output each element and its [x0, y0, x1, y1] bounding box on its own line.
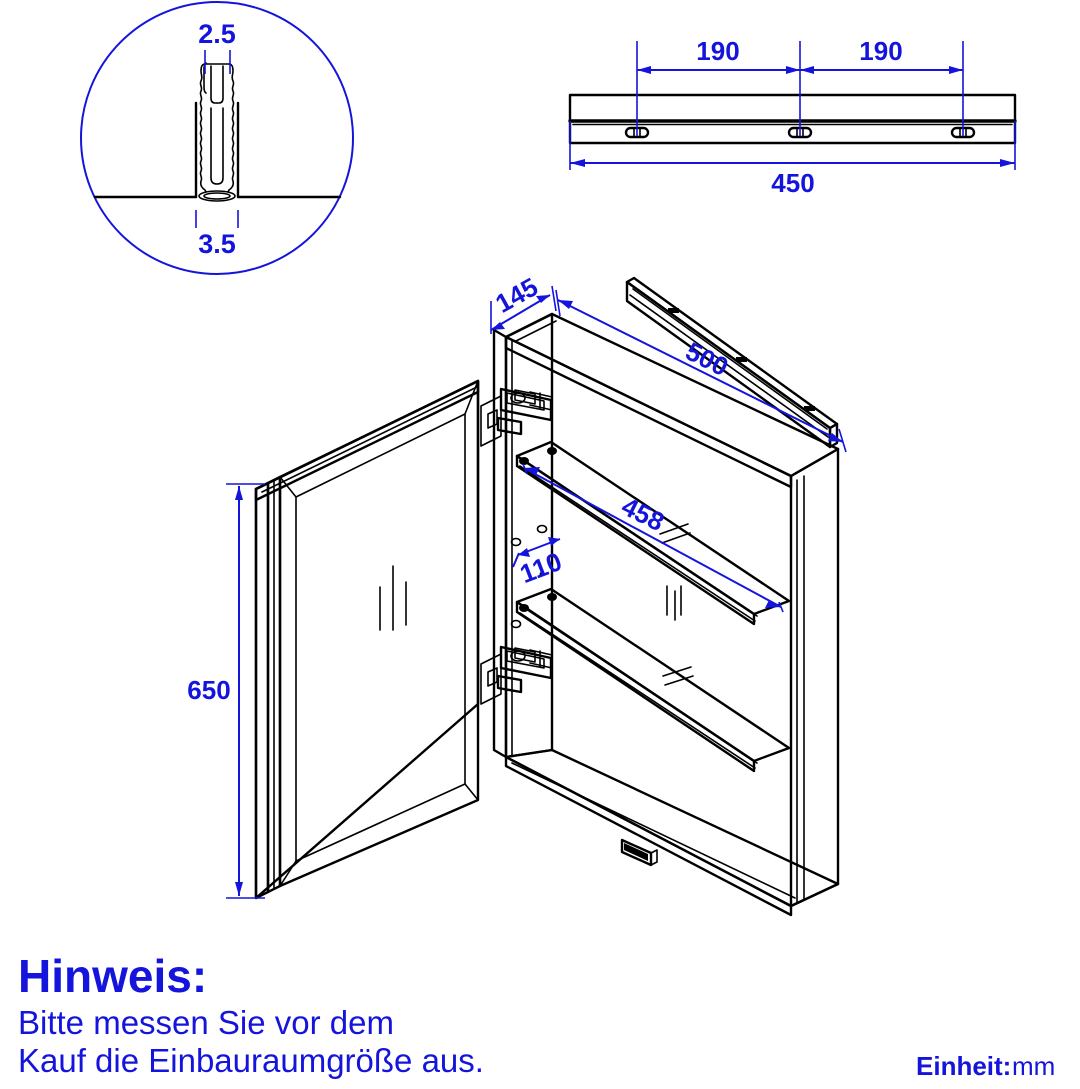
- shelf-pin-upper-right: [547, 447, 557, 455]
- dim-2p5-label: 2.5: [198, 19, 236, 49]
- detail-circle-outline: [80, 1, 354, 275]
- rail-dim-190-right: 190: [800, 36, 963, 74]
- hinge-bottom: [480, 645, 553, 705]
- glass-reflection-marks-upper: [659, 523, 691, 544]
- dim-3p5-label: 3.5: [198, 229, 236, 259]
- cabinet-right-side-panel: [789, 447, 840, 908]
- unit-block: Einheit: mm: [916, 1051, 1055, 1081]
- shelf-lower: [515, 587, 791, 773]
- note-line-2: Kauf die Einbauraumgröße aus.: [18, 1042, 484, 1079]
- dim-2p5: 2.5: [198, 19, 236, 74]
- hanging-rail-front-view-group: 190 190 450: [568, 36, 1017, 198]
- rail-dim-450-label: 450: [771, 168, 814, 198]
- cabinet-top-edge-detail: [515, 320, 557, 342]
- dim-145-label: 145: [490, 271, 542, 318]
- dim-110: 110: [512, 537, 566, 589]
- cabinet-back-panel: [551, 313, 839, 885]
- door-mirror-reflection-marks: [379, 565, 407, 631]
- rail-dim-190-left: 190: [637, 36, 800, 74]
- cabinet-bottom-panel: [504, 748, 840, 908]
- dowel-body: [198, 63, 236, 202]
- dim-145: 145: [490, 271, 557, 334]
- glass-reflection-marks-lower: [662, 666, 694, 686]
- pin-hole-3: [510, 619, 522, 629]
- shelf-pin-lower-left: [519, 604, 529, 612]
- magnet-catch: [620, 838, 658, 867]
- cabinet-isometric-group: 145 500 458 110: [187, 271, 847, 917]
- dim-3p5: 3.5: [195, 210, 239, 259]
- shelf-pin-lower-right: [547, 593, 557, 601]
- shelf-upper: [515, 440, 791, 626]
- dowel-end-ellipse: [198, 190, 236, 202]
- cabinet-bottom-front-edge: [504, 755, 793, 917]
- note-heading: Hinweis:: [18, 950, 207, 1002]
- wall-anchor-detail-group: 2.5 3.5: [80, 1, 354, 275]
- dim-650-label: 650: [187, 675, 230, 705]
- note-block: Hinweis: Bitte messen Sie vor dem Kauf d…: [18, 950, 484, 1079]
- glass-reflection-marks-mid: [666, 585, 682, 621]
- dim-650: 650: [187, 483, 265, 899]
- rail-iso-slot-3: [804, 406, 815, 411]
- pin-hole-2: [536, 524, 548, 534]
- pin-hole-1: [510, 537, 522, 547]
- dim-458-label: 458: [617, 491, 669, 537]
- rail-dim-190-right-label: 190: [859, 36, 902, 66]
- rail-isometric: [625, 276, 839, 449]
- note-line-1: Bitte messen Sie vor dem: [18, 1004, 394, 1041]
- rail-iso-slot-1: [668, 308, 679, 313]
- pin-hole-4: [539, 572, 545, 576]
- rail-dim-190-left-label: 190: [696, 36, 739, 66]
- unit-value: mm: [1012, 1051, 1055, 1081]
- hinge-top: [480, 387, 553, 447]
- cabinet-door: [254, 379, 480, 900]
- dowel-end-inner-ellipse: [203, 192, 231, 200]
- rail-dim-450: 450: [569, 121, 1016, 198]
- rail-iso-slot-2: [736, 357, 747, 362]
- unit-label: Einheit:: [916, 1051, 1011, 1081]
- shelf-pin-upper-left: [519, 457, 529, 465]
